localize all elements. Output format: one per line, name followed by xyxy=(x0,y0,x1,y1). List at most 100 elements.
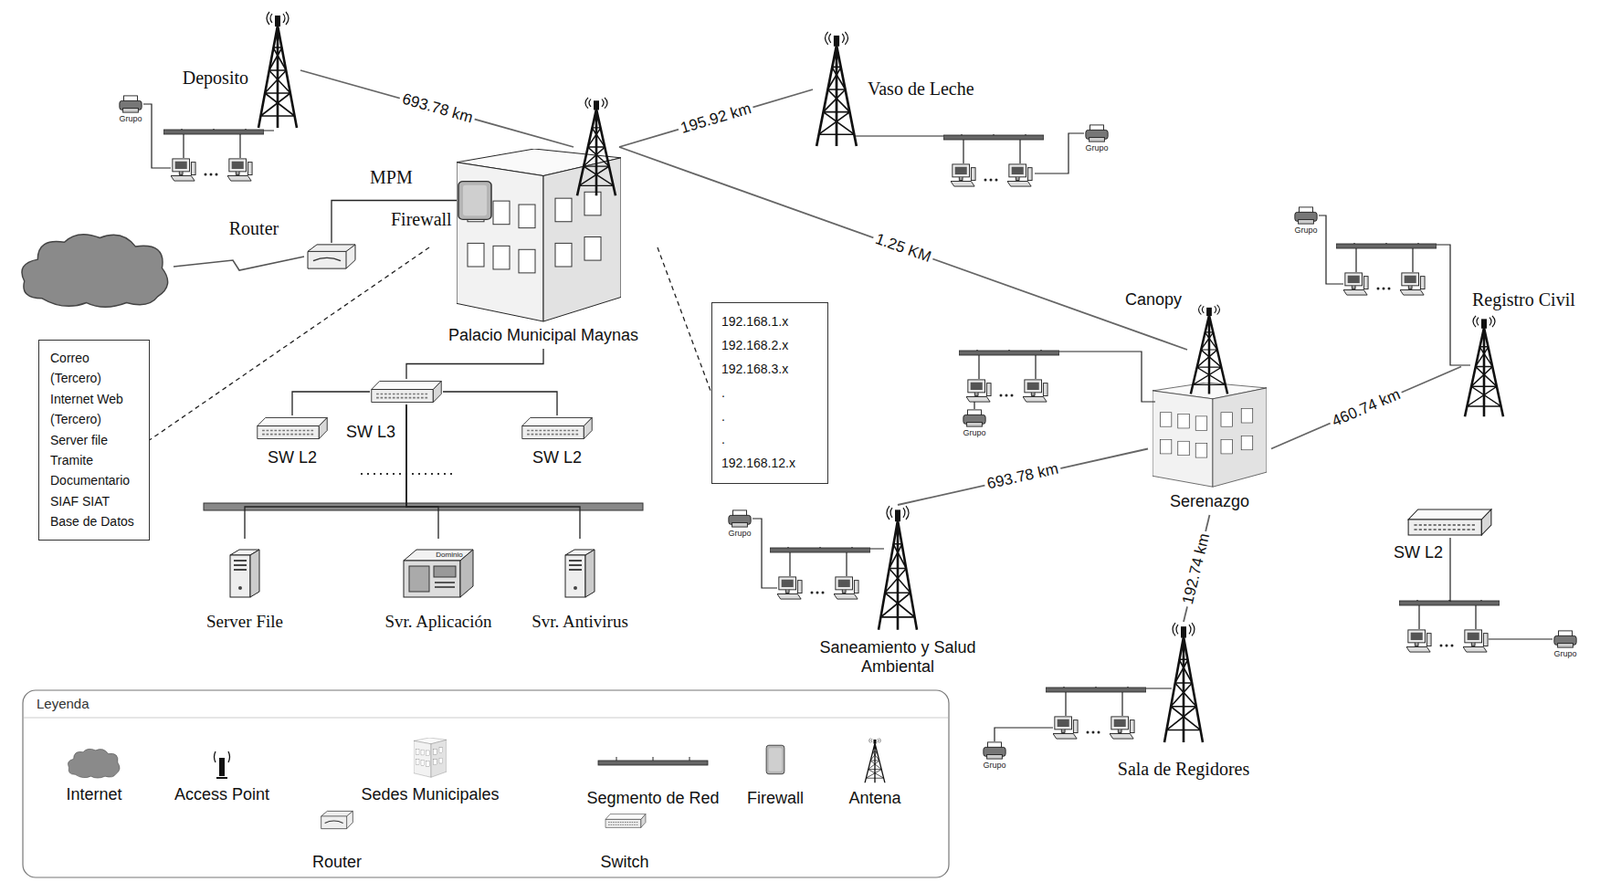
printer-label: Grupo xyxy=(982,760,1006,770)
distance-label: 693.78 km xyxy=(397,89,478,128)
legend-icon xyxy=(605,814,646,829)
router: Router xyxy=(304,242,359,271)
antenna-tower-label: MPM xyxy=(369,167,421,189)
cable-link xyxy=(292,391,370,416)
device-label: Dominio xyxy=(435,550,463,559)
wireless-link xyxy=(300,70,574,148)
antenna-tower-label: Vaso de Leche xyxy=(867,78,1023,100)
ip-range-list: 192.168.1.x 192.168.2.x 192.168.3.x . . … xyxy=(711,302,829,485)
switch-icon xyxy=(371,380,442,402)
legend-text: Segmento de Red xyxy=(586,789,719,808)
antenna-tower-label: Registro Civil xyxy=(1472,289,1573,311)
switch-l2: SW L2 xyxy=(1406,506,1494,538)
wan-link xyxy=(173,256,305,271)
wireless-link xyxy=(1271,367,1462,450)
lan-group xyxy=(983,684,1172,759)
legend-entry: Firewall xyxy=(747,789,804,809)
antenna-icon xyxy=(1464,315,1504,417)
antenna-icon xyxy=(258,11,297,128)
legend-text: Access Point xyxy=(174,785,270,804)
wireless-link xyxy=(897,449,1148,506)
antenna-tower: MPM xyxy=(573,96,620,198)
switch-l2-label: SW L2 xyxy=(1386,543,1443,563)
internet-cloud xyxy=(21,234,169,308)
firewall-icon xyxy=(458,181,492,221)
legend-entry: Switch xyxy=(600,852,649,873)
legend-entry: Access Point xyxy=(174,785,270,805)
antenna-tower: Registro Civil xyxy=(1461,315,1507,419)
legend-entry: Sedes Municipales xyxy=(360,785,499,805)
printer-label: Grupo xyxy=(1084,143,1108,153)
legend-frame xyxy=(22,690,949,878)
distance-label: 460.74 km xyxy=(1326,383,1406,432)
antenna-tower: Vaso de Leche xyxy=(812,31,861,148)
legend-icon xyxy=(413,737,447,778)
distance-label: 195.92 km xyxy=(675,98,757,138)
legend-icon xyxy=(598,757,708,766)
service-list-label: Correo (Tercero) Internet Web (Tercero) … xyxy=(50,347,138,533)
legend-icon xyxy=(214,751,231,779)
printer-label: Grupo xyxy=(118,114,142,124)
antenna-icon xyxy=(816,31,857,147)
printer-label: Grupo xyxy=(1294,225,1317,235)
switch-icon xyxy=(257,417,327,439)
antenna-tower-label: Deposito xyxy=(152,67,249,89)
legend-icon xyxy=(321,810,354,829)
switch-l2: SW L2 xyxy=(255,415,329,442)
building-icon xyxy=(1152,382,1267,487)
antenna-icon xyxy=(1190,305,1228,395)
antenna-icon xyxy=(878,505,917,631)
appliance-icon xyxy=(403,549,474,598)
firewall-label: Firewall xyxy=(390,209,452,231)
switch-l2-label: SW L2 xyxy=(255,448,329,468)
switch-l2-label: SW L2 xyxy=(520,448,594,468)
ellipsis-dots xyxy=(360,473,457,475)
server-label: Svr. Antivirus xyxy=(511,611,649,632)
legend-text: Antena xyxy=(848,789,901,808)
printer-label: Grupo xyxy=(962,428,986,438)
antenna-tower: Deposito xyxy=(254,10,301,130)
router-icon xyxy=(307,244,356,269)
server-label: Server File xyxy=(199,611,291,632)
lan-group xyxy=(1294,207,1471,366)
cable-link xyxy=(406,404,439,539)
distance-label: 192.74 km xyxy=(1178,528,1215,610)
legend-entry: Antena xyxy=(848,789,901,809)
antenna-tower: Canopy xyxy=(1187,304,1232,396)
antenna-tower-label: Canopy xyxy=(1108,290,1182,310)
service-list: Correo (Tercero) Internet Web (Tercero) … xyxy=(38,339,150,541)
legend-title: Leyenda xyxy=(36,695,90,712)
legend-icon xyxy=(864,737,885,783)
server-icon xyxy=(230,549,260,598)
antenna-tower-label: Saneamiento y Salud Ambiental xyxy=(797,638,999,677)
antenna-icon xyxy=(577,97,616,196)
municipal-building-label: Serenazgo xyxy=(1147,492,1272,512)
distance-label: 1.25 KM xyxy=(870,229,937,268)
legend-text: Internet xyxy=(65,785,122,804)
cable-link xyxy=(406,348,544,379)
antenna-tower-label: Sala de Regidores xyxy=(1092,758,1275,780)
server-icon xyxy=(565,549,595,598)
distance-label: 693.78 km xyxy=(982,459,1064,495)
legend-text: Firewall xyxy=(747,789,804,808)
legend-text: Router xyxy=(312,852,362,872)
switch-icon xyxy=(1408,509,1492,536)
lan-group xyxy=(119,95,274,181)
switch-l3: SW L3 xyxy=(369,378,443,405)
lan-group xyxy=(728,510,885,600)
antenna-icon xyxy=(1164,622,1203,743)
legend-icon xyxy=(67,748,120,779)
antenna-tower: Sala de Regidores xyxy=(1160,621,1207,745)
wireless-link xyxy=(619,89,813,148)
dashed-leader xyxy=(149,247,430,441)
municipal-building-label: Palacio Municipal Maynas xyxy=(429,326,658,346)
legend-entry: Router xyxy=(312,852,362,873)
server-label: Svr. Aplicación xyxy=(369,611,507,632)
legend-text: Switch xyxy=(600,852,649,872)
cable-link xyxy=(244,404,407,539)
antenna-tower: Saneamiento y Salud Ambiental xyxy=(874,505,921,632)
cable-link xyxy=(442,391,558,416)
legend-entry: Segmento de Red xyxy=(586,789,719,809)
legend-icon xyxy=(766,745,785,775)
dashed-leader xyxy=(657,247,712,394)
